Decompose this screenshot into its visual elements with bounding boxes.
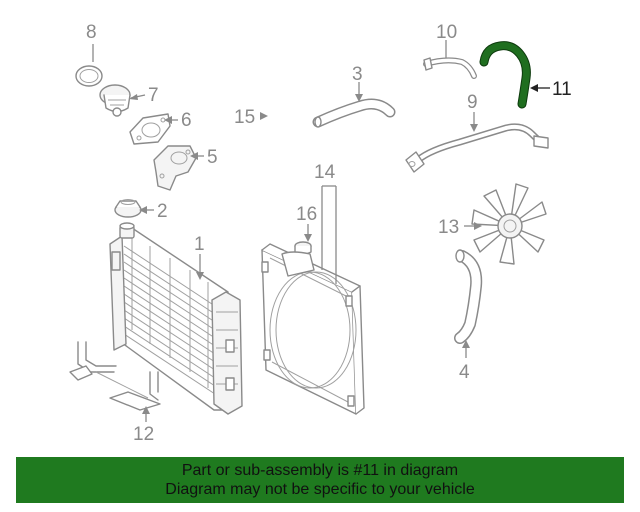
callout-11-label: 11 bbox=[552, 79, 572, 100]
part-6-gasket[interactable] bbox=[129, 113, 171, 145]
info-banner: Part or sub-assembly is #11 in diagram D… bbox=[16, 457, 624, 503]
callout-13-label: 13 bbox=[438, 217, 459, 238]
part-1-radiator[interactable] bbox=[109, 222, 243, 415]
callout-15: 15 bbox=[234, 107, 268, 128]
callout-12: 12 bbox=[133, 406, 154, 445]
callout-6-label: 6 bbox=[181, 110, 192, 131]
callout-1-label: 1 bbox=[194, 234, 205, 255]
callout-2: 2 bbox=[139, 201, 168, 222]
part-9-pipe[interactable] bbox=[405, 123, 549, 173]
callout-7: 7 bbox=[129, 85, 159, 106]
callout-7-label: 7 bbox=[148, 85, 159, 106]
banner-line-2: Diagram may not be specific to your vehi… bbox=[165, 481, 475, 498]
part-12-brackets[interactable] bbox=[69, 341, 161, 411]
callout-4: 4 bbox=[459, 340, 470, 383]
callout-8-label: 8 bbox=[86, 22, 97, 43]
callout-11: 11 bbox=[530, 79, 572, 100]
parts-diagram: 8 7 6 5 bbox=[69, 22, 572, 445]
callout-14-label: 14 bbox=[314, 162, 336, 183]
part-4-hose[interactable] bbox=[454, 249, 483, 344]
part-5-inlet[interactable] bbox=[153, 145, 197, 191]
part-11-hose-highlighted[interactable] bbox=[479, 41, 531, 109]
part-7-thermostat[interactable] bbox=[99, 84, 131, 117]
callout-4-label: 4 bbox=[459, 362, 470, 383]
callout-6: 6 bbox=[164, 110, 192, 131]
callout-8: 8 bbox=[86, 22, 97, 62]
callout-5: 5 bbox=[190, 147, 218, 168]
callout-9: 9 bbox=[467, 92, 478, 132]
callout-14: 14 bbox=[314, 162, 337, 284]
callout-3-label: 3 bbox=[352, 64, 363, 85]
part-13-fan[interactable] bbox=[471, 183, 547, 265]
callout-9-label: 9 bbox=[467, 92, 478, 113]
callout-1: 1 bbox=[194, 234, 205, 280]
callout-13: 13 bbox=[438, 217, 482, 238]
part-2-cap[interactable] bbox=[114, 199, 142, 218]
banner-line-1: Part or sub-assembly is #11 in diagram bbox=[181, 462, 459, 479]
callout-15-label: 15 bbox=[234, 107, 255, 128]
callout-16-label: 16 bbox=[296, 204, 317, 225]
callout-5-label: 5 bbox=[207, 147, 218, 168]
callout-16: 16 bbox=[296, 204, 317, 242]
part-16-cap[interactable] bbox=[281, 241, 315, 277]
part-8-gasket[interactable] bbox=[75, 65, 103, 87]
part-10-pipe[interactable] bbox=[423, 57, 477, 79]
part-3-hose[interactable] bbox=[312, 98, 396, 128]
part-15-hose[interactable] bbox=[265, 110, 307, 133]
callout-10: 10 bbox=[436, 22, 457, 58]
callout-10-label: 10 bbox=[436, 22, 457, 43]
callout-3: 3 bbox=[352, 64, 363, 102]
callout-12-label: 12 bbox=[133, 424, 154, 445]
callout-2-label: 2 bbox=[157, 201, 168, 222]
